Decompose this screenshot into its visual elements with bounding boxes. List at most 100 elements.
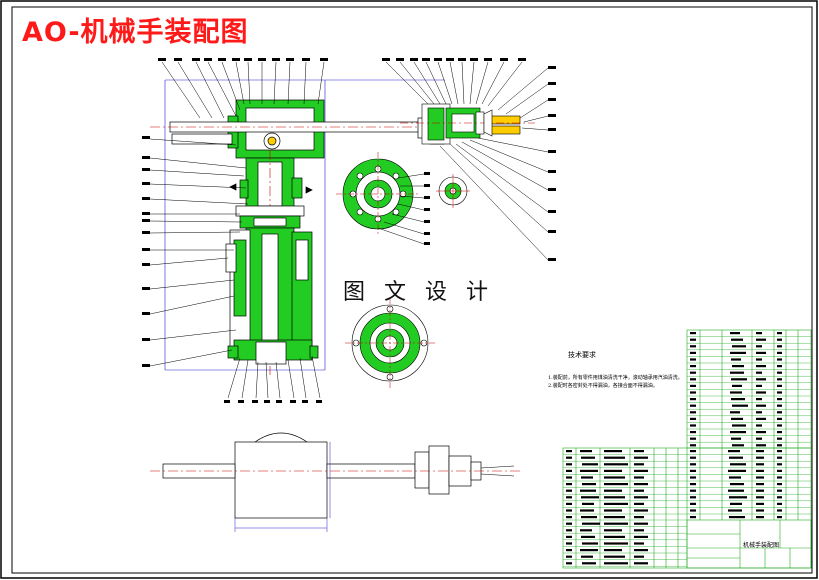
watermark-text: 图 文 设 计 (343, 280, 494, 305)
technical-requirements-heading: 技术要求 (568, 351, 596, 359)
table-entry-mark (634, 542, 644, 545)
table-entry-mark (777, 489, 782, 492)
table-entry-mark (566, 469, 572, 472)
table-entry-mark (730, 483, 744, 486)
table-entry-mark (634, 483, 648, 486)
table-entry-mark (756, 469, 764, 472)
table-entry-mark (581, 535, 595, 538)
table-entry-mark (580, 489, 596, 492)
table-entry-mark (777, 431, 782, 434)
table-entry-mark (777, 496, 782, 499)
table-entry-mark (756, 398, 762, 401)
table-entry-mark (566, 509, 572, 512)
table-entry-mark (729, 476, 741, 479)
table-entry-mark (580, 469, 598, 472)
table-entry-mark (580, 529, 592, 532)
table-entry-mark (581, 476, 593, 479)
table-entry-mark (566, 522, 572, 525)
table-entry-mark (690, 431, 696, 434)
table-entry-mark (566, 535, 572, 538)
table-entry-mark (634, 509, 648, 512)
table-entry-mark (604, 456, 625, 459)
table-entry-mark (690, 351, 696, 354)
table-entry-mark (690, 437, 696, 440)
parts-list-rows (563, 336, 811, 567)
table-entry-mark (756, 516, 764, 519)
table-entry-mark (756, 476, 764, 479)
table-entry-mark (690, 502, 696, 505)
table-entry-mark (566, 549, 572, 552)
table-entry-mark (604, 483, 628, 486)
table-entry-mark (756, 384, 762, 387)
table-entry-mark (756, 404, 766, 407)
table-entry-mark (756, 496, 764, 499)
parts-list-lower (562, 447, 812, 569)
table-entry-mark (756, 456, 764, 459)
left-label-marks (142, 136, 150, 367)
table-entry-mark (580, 509, 594, 512)
table-entry-mark (756, 338, 766, 341)
table-entry-mark (732, 384, 742, 387)
table-entry-mark (777, 502, 782, 505)
table-entry-mark (580, 450, 592, 453)
table-entry-mark (604, 542, 628, 545)
table-entry-mark (634, 502, 644, 505)
table-entry-mark (729, 496, 747, 499)
gripper-label-marks (382, 58, 556, 261)
table-entry-mark (690, 404, 696, 407)
table-entry-mark (777, 424, 782, 427)
table-entry-mark (690, 411, 696, 414)
table-entry-mark (604, 496, 625, 499)
table-entry-mark (777, 437, 782, 440)
table-entry-mark (731, 417, 743, 420)
plan-view (150, 432, 520, 532)
table-entry-mark (634, 549, 648, 552)
table-entry-mark (730, 411, 740, 414)
table-entry-mark (582, 522, 600, 525)
table-entry-mark (729, 516, 745, 519)
table-entry-mark (756, 358, 762, 361)
table-entry-mark (756, 502, 764, 505)
table-entry-mark (730, 391, 742, 394)
table-entry-mark (777, 417, 782, 420)
table-entry-mark (634, 555, 644, 558)
table-entry-mark (777, 476, 782, 479)
table-entry-mark (756, 345, 762, 348)
table-entry-mark (690, 489, 696, 492)
table-entry-mark (730, 371, 744, 374)
table-entry-mark (777, 358, 782, 361)
table-entry-mark (756, 411, 762, 414)
table-entry-mark (690, 365, 696, 368)
table-entry-mark (729, 456, 743, 459)
table-entry-mark (756, 351, 766, 354)
table-entry-mark (566, 529, 572, 532)
section-view-flange (336, 152, 420, 236)
table-entry-mark (731, 437, 741, 440)
table-entry-mark (756, 371, 762, 374)
table-entry-mark (566, 562, 572, 565)
table-entry-mark (756, 365, 766, 368)
table-entry-mark (581, 456, 595, 459)
table-entry-mark (777, 345, 782, 348)
table-entry-mark (581, 496, 599, 499)
table-entry-mark (690, 444, 696, 447)
table-entry-mark (634, 535, 648, 538)
table-entry-mark (756, 378, 766, 381)
table-entry-mark (690, 469, 696, 472)
drawing-title: AO-机械手装配图 (22, 17, 249, 48)
table-entry-mark (728, 450, 740, 453)
table-entry-mark (728, 489, 744, 492)
table-entry-mark (566, 489, 572, 492)
table-entry-mark (690, 516, 696, 519)
table-entry-mark (690, 424, 696, 427)
table-entry-mark (731, 398, 745, 401)
table-entry-mark (566, 555, 572, 558)
table-entry-mark (756, 417, 766, 420)
table-entry-mark (634, 489, 644, 492)
table-entry-mark (756, 391, 766, 394)
table-entry-mark (777, 411, 782, 414)
table-entry-mark (690, 345, 696, 348)
table-entry-mark (604, 516, 625, 519)
table-entry-mark (634, 450, 644, 453)
